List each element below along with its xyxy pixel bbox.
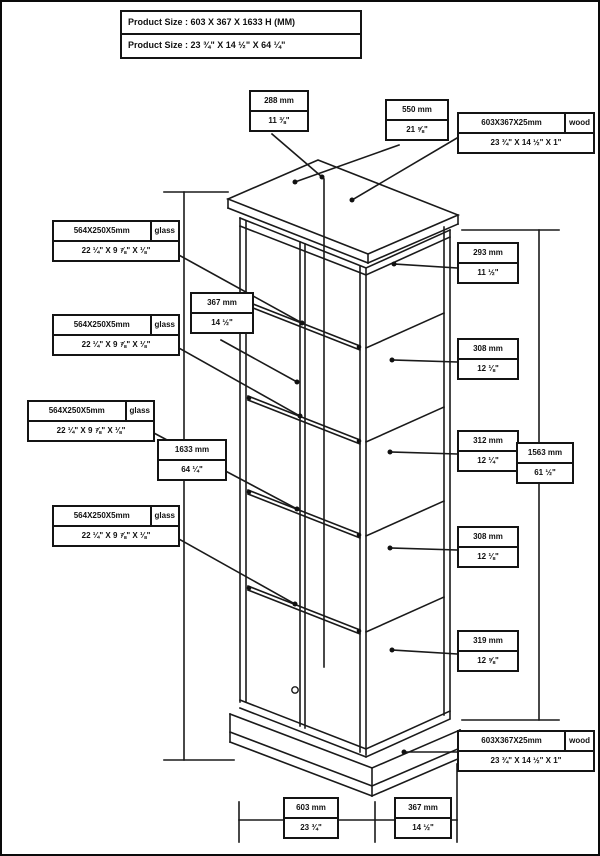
bottom-width-mm: 603 mm [285,799,337,819]
label-bottom-depth: 367 mm 14 ½" [394,797,452,839]
glass-shelf-inch: 22 ¼" X 9 ⅞" X ⅛" [81,246,151,255]
reference-dots [246,174,407,755]
label-gap-2: 308 mm 12 ⅛" [457,338,519,380]
door-knob [291,686,299,694]
total-height-inch: 64 ¼" [181,465,203,474]
label-wood-top: 603X367X25mm wood 23 ¾" X 14 ½" X 1" [457,112,595,154]
gap-3-inch: 12 ¼" [477,456,499,465]
cabinet-shelves [246,300,446,636]
glass-shelf-material: glass [149,316,178,334]
bottom-width-inch: 23 ¾" [300,823,322,832]
glass-shelf-material: glass [149,222,178,240]
glass-shelf-size-row: 564X250X5mm glass [54,222,178,242]
label-wood-bottom: 603X367X25mm wood 23 ¾" X 14 ½" X 1" [457,730,595,772]
glass-shelf-size-row: 564X250X5mm glass [54,316,178,336]
gap-2-inch: 12 ⅛" [477,364,499,373]
top-width-inch: 11 ⅜" [268,116,290,125]
label-total-height: 1633 mm 64 ¼" [157,439,227,481]
label-bottom-width: 603 mm 23 ¾" [283,797,339,839]
glass-shelf-size: 564X250X5mm [73,226,130,235]
top-width-mm: 288 mm [251,92,307,112]
bottom-depth-mm: 367 mm [396,799,450,819]
gap-4-mm: 308 mm [459,528,517,548]
label-gap-1: 293 mm 11 ½" [457,242,519,284]
wood-top-size-row: 603X367X25mm wood [459,114,593,134]
total-height-mm: 1633 mm [159,441,225,461]
label-top-width: 288 mm 11 ⅜" [249,90,309,132]
glass-shelf-size: 564X250X5mm [73,320,130,329]
label-glass-shelf-2: 564X250X5mm glass 22 ¼" X 9 ⅞" X ⅛" [52,314,180,356]
wood-bottom-size-row: 603X367X25mm wood [459,732,593,752]
product-size-mm: Product Size : 603 X 367 X 1633 H (MM) [122,12,360,36]
wood-top-inch: 23 ¾" X 14 ½" X 1" [490,138,562,147]
gap-5-mm: 319 mm [459,632,517,652]
label-top-diagonal: 550 mm 21 ⅝" [385,99,449,141]
gap-4-inch: 12 ⅛" [477,552,499,561]
cabinet-base [228,712,462,798]
product-size-inch: Product Size : 23 ¾" X 14 ½" X 64 ¼" [128,40,286,51]
glass-shelf-inch: 22 ¼" X 9 ⅞" X ⅛" [56,426,126,435]
wood-bottom-size: 603X367X25mm [481,736,542,745]
glass-shelf-inch: 22 ¼" X 9 ⅞" X ⅛" [81,531,151,540]
top-diagonal-mm: 550 mm [387,101,447,121]
gap-2-mm: 308 mm [459,340,517,360]
glass-shelf-size-row: 564X250X5mm glass [54,507,178,527]
top-diagonal-inch: 21 ⅝" [406,125,428,134]
label-depth-mid: 367 mm 14 ½" [190,292,254,334]
gap-3-mm: 312 mm [459,432,517,452]
bottom-depth-inch: 14 ½" [412,823,434,832]
gap-5-inch: 12 ⅝" [477,656,499,665]
label-glass-shelf-3: 564X250X5mm glass 22 ¼" X 9 ⅞" X ⅛" [27,400,155,442]
product-size-title: Product Size : 603 X 367 X 1633 H (MM) P… [120,10,362,59]
gap-1-inch: 11 ½" [477,268,499,277]
depth-mid-mm: 367 mm [192,294,252,314]
label-gap-3: 312 mm 12 ¼" [457,430,519,472]
glass-shelf-size: 564X250X5mm [73,511,130,520]
label-gap-4: 308 mm 12 ⅛" [457,526,519,568]
side-height-mm: 1563 mm [518,444,572,464]
label-glass-shelf-4: 564X250X5mm glass 22 ¼" X 9 ⅞" X ⅛" [52,505,180,547]
wood-bottom-material: wood [564,732,593,750]
label-glass-shelf-1: 564X250X5mm glass 22 ¼" X 9 ⅞" X ⅛" [52,220,180,262]
label-gap-5: 319 mm 12 ⅝" [457,630,519,672]
wood-bottom-inch: 23 ¾" X 14 ½" X 1" [490,756,562,765]
gap-1-mm: 293 mm [459,244,517,264]
glass-shelf-size: 564X250X5mm [48,406,105,415]
side-height-inch: 61 ½" [534,468,556,477]
glass-shelf-material: glass [124,402,153,420]
glass-shelf-size-row: 564X250X5mm glass [29,402,153,422]
wood-top-material: wood [564,114,593,132]
wood-top-size: 603X367X25mm [481,118,542,127]
depth-mid-inch: 14 ½" [211,318,233,327]
glass-shelf-inch: 22 ¼" X 9 ⅞" X ⅛" [81,340,151,349]
glass-shelf-material: glass [149,507,178,525]
label-side-height: 1563 mm 61 ½" [516,442,574,484]
cabinet-top-panel [225,159,461,265]
